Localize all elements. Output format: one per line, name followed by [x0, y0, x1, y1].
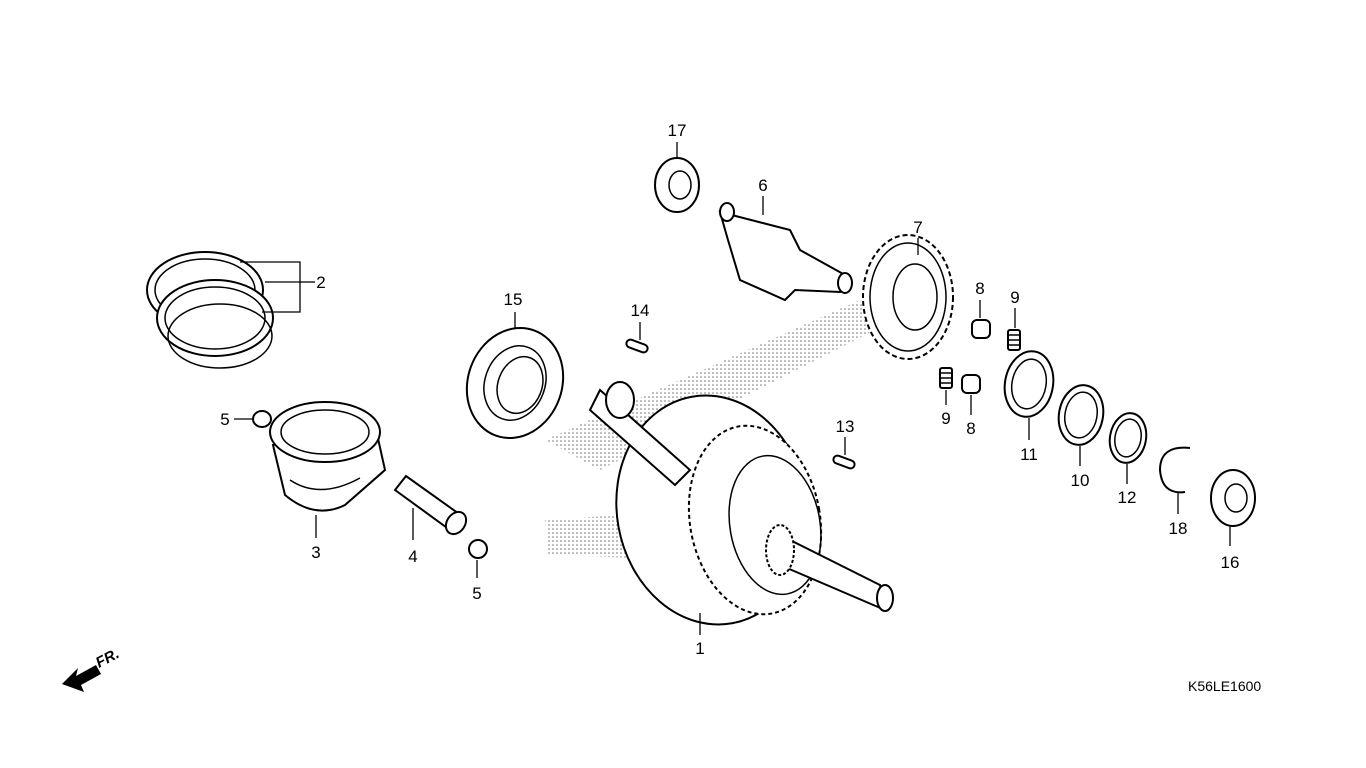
balancer-drive-gear[interactable]: [862, 234, 954, 360]
front-arrow-icon: [62, 665, 101, 692]
callout-11: 11: [1020, 445, 1038, 464]
callout-10: 10: [1071, 471, 1090, 490]
balancer-shaft[interactable]: [718, 202, 853, 302]
callout-17: 17: [668, 121, 687, 140]
callout-16: 16: [1221, 553, 1240, 572]
damper-rubber-upper[interactable]: [971, 319, 991, 339]
damper-rubber-lower[interactable]: [961, 374, 981, 394]
callout-6: 6: [758, 176, 767, 195]
callout-5-lower: 5: [472, 584, 481, 603]
washer-11[interactable]: [1000, 347, 1059, 420]
front-direction-indicator: FR.: [62, 645, 122, 692]
leader-lines: [234, 142, 1231, 635]
piston-pin-clip-lower[interactable]: [468, 539, 488, 559]
callout-8-upper: 8: [975, 279, 984, 298]
callout-9-lower: 9: [941, 409, 950, 428]
woodruff-key-13[interactable]: [832, 454, 856, 470]
callout-15: 15: [504, 290, 523, 309]
snap-ring[interactable]: [1158, 446, 1191, 494]
callout-13: 13: [836, 417, 855, 436]
washer-10[interactable]: [1054, 382, 1108, 449]
callout-5-upper: 5: [220, 410, 229, 429]
callout-14: 14: [631, 301, 650, 320]
callout-7: 7: [913, 218, 922, 237]
piston-ring-set[interactable]: [146, 251, 274, 369]
radial-ball-bearing-small-right[interactable]: [1210, 469, 1256, 527]
callout-8-lower: 8: [966, 419, 975, 438]
woodruff-key-14[interactable]: [625, 338, 649, 354]
piston-pin[interactable]: [393, 474, 470, 538]
callout-9-upper: 9: [1010, 288, 1019, 307]
damper-spring-lower[interactable]: [939, 367, 953, 389]
radial-ball-bearing-large[interactable]: [452, 314, 579, 451]
callout-labels: 1 2 3 4 5 5 6 7 8 8 9 9 10 11 12 13 14 1…: [220, 121, 1239, 658]
washer-12[interactable]: [1106, 410, 1150, 465]
callout-12: 12: [1118, 488, 1137, 507]
radial-ball-bearing-small-top[interactable]: [654, 157, 700, 213]
crankshaft-assembly[interactable]: [588, 380, 894, 639]
callout-3: 3: [311, 543, 320, 562]
callout-2: 2: [316, 273, 325, 292]
callout-18: 18: [1169, 519, 1188, 538]
callout-4: 4: [408, 547, 417, 566]
callout-1: 1: [695, 639, 704, 658]
damper-spring-upper[interactable]: [1007, 329, 1021, 351]
piston-pin-clip-upper[interactable]: [252, 410, 272, 428]
drawing-code: K56LE1600: [1188, 678, 1261, 694]
piston[interactable]: [269, 401, 387, 512]
